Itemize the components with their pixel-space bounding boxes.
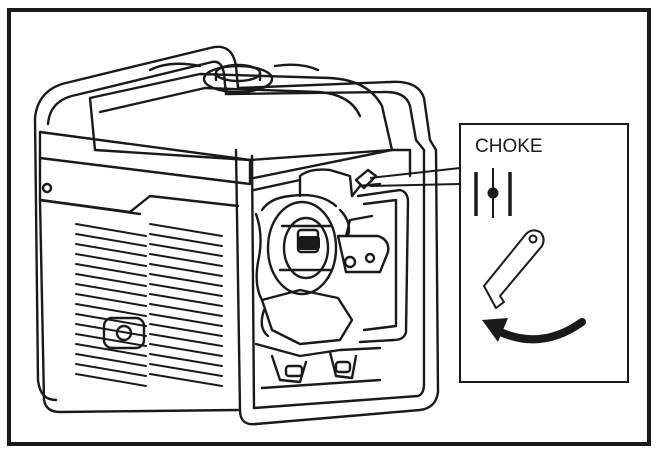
callout-box	[459, 123, 629, 383]
frame-front-post	[234, 148, 258, 426]
outer-frame	[7, 8, 651, 446]
frame-top-right-rail	[236, 80, 432, 142]
frame-top-left-rail	[33, 45, 240, 120]
access-cover	[102, 316, 146, 350]
lever-icon	[483, 229, 545, 309]
generator-illustration	[33, 45, 440, 426]
body-upper-band	[38, 130, 252, 186]
top-cover	[88, 72, 394, 162]
frame-bottom-rail	[254, 148, 440, 426]
choke-label: CHOKE	[475, 136, 543, 157]
curved-arrow-icon	[482, 318, 586, 344]
air-filter-housing	[356, 188, 410, 344]
callout-leader	[369, 167, 461, 187]
engine-cover	[266, 200, 338, 296]
carburetor	[336, 234, 390, 274]
engine-badge	[298, 236, 320, 250]
side-louvers	[75, 223, 223, 387]
side-panel	[38, 198, 240, 414]
choke-symbol-icon	[474, 168, 512, 218]
